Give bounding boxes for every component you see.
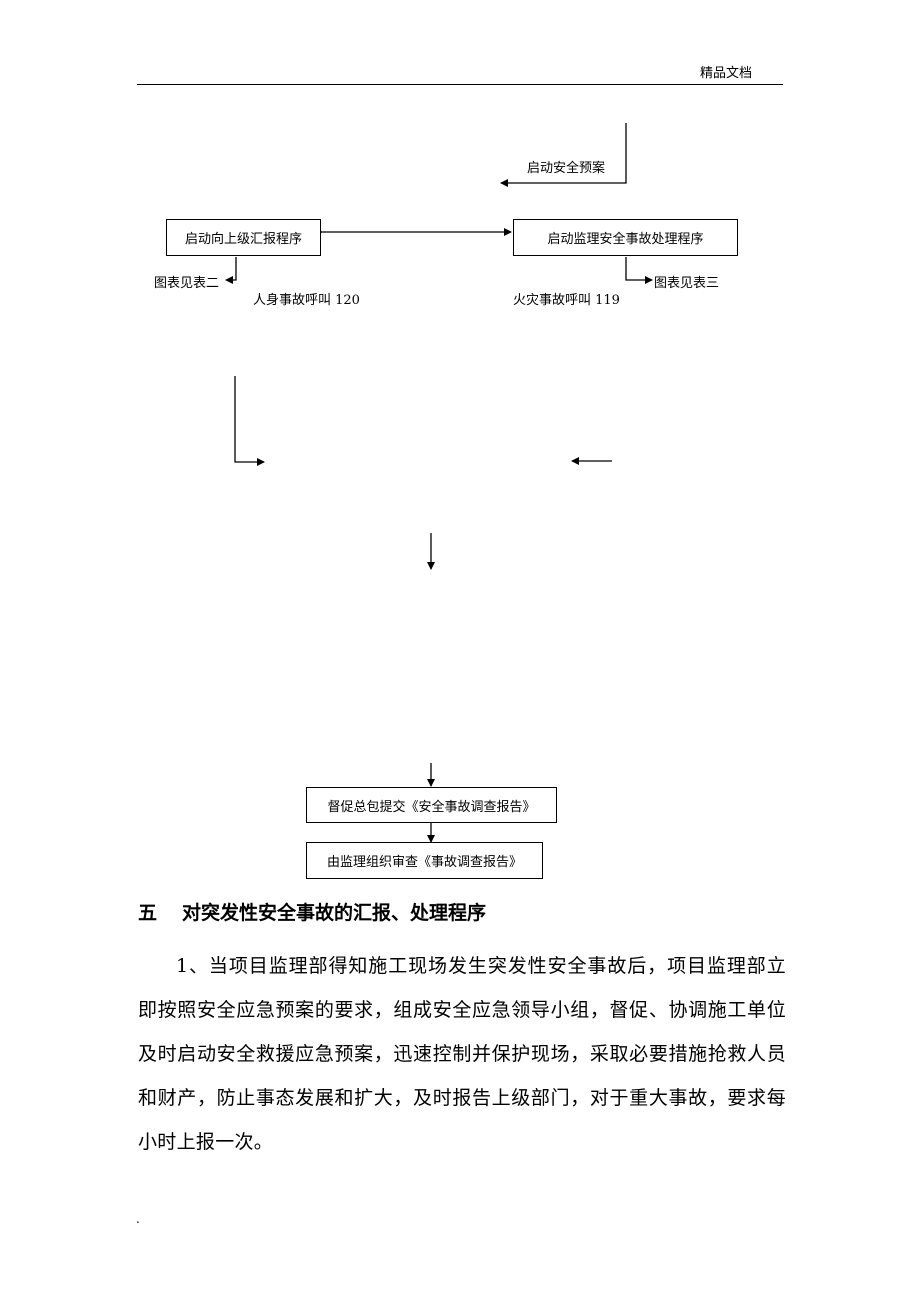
- footer-mark: .: [136, 1212, 140, 1226]
- fire-call-label: 火灾事故呼叫 119: [513, 293, 620, 308]
- section-number: 五: [138, 902, 158, 924]
- header-rule: [137, 84, 783, 85]
- box-report-upward: 启动向上级汇报程序: [166, 219, 321, 256]
- section-title: 对突发性安全事故的汇报、处理程序: [182, 902, 487, 924]
- connector-left-down: [234, 376, 265, 466]
- start-label: 启动安全预案: [527, 161, 606, 176]
- note-right: 图表见表三: [654, 276, 720, 291]
- flowchart: 启动安全预案 启动向上级汇报程序 启动监理安全事故处理程序 图表见表二 图表见表…: [154, 123, 738, 879]
- box-urge-report: 督促总包提交《安全事故调查报告》: [306, 787, 557, 823]
- section-heading: 五 对突发性安全事故的汇报、处理程序: [138, 900, 486, 926]
- connector-note-right: [625, 257, 653, 284]
- header-label: 精品文档: [700, 66, 753, 81]
- box-supervision-procedure: 启动监理安全事故处理程序: [513, 219, 738, 256]
- connector-start: [500, 123, 627, 187]
- flowchart-connectors: [225, 123, 653, 843]
- section-paragraph: 1、当项目监理部得知施工现场发生突发性安全事故后，项目监理部立即按照安全应急预案…: [138, 955, 786, 1153]
- box-review-report: 由监理组织审查《事故调查报告》: [306, 842, 543, 879]
- connector-note-left: [225, 257, 237, 284]
- note-left: 图表见表二: [154, 276, 220, 291]
- injury-call-label: 人身事故呼叫 120: [253, 293, 360, 308]
